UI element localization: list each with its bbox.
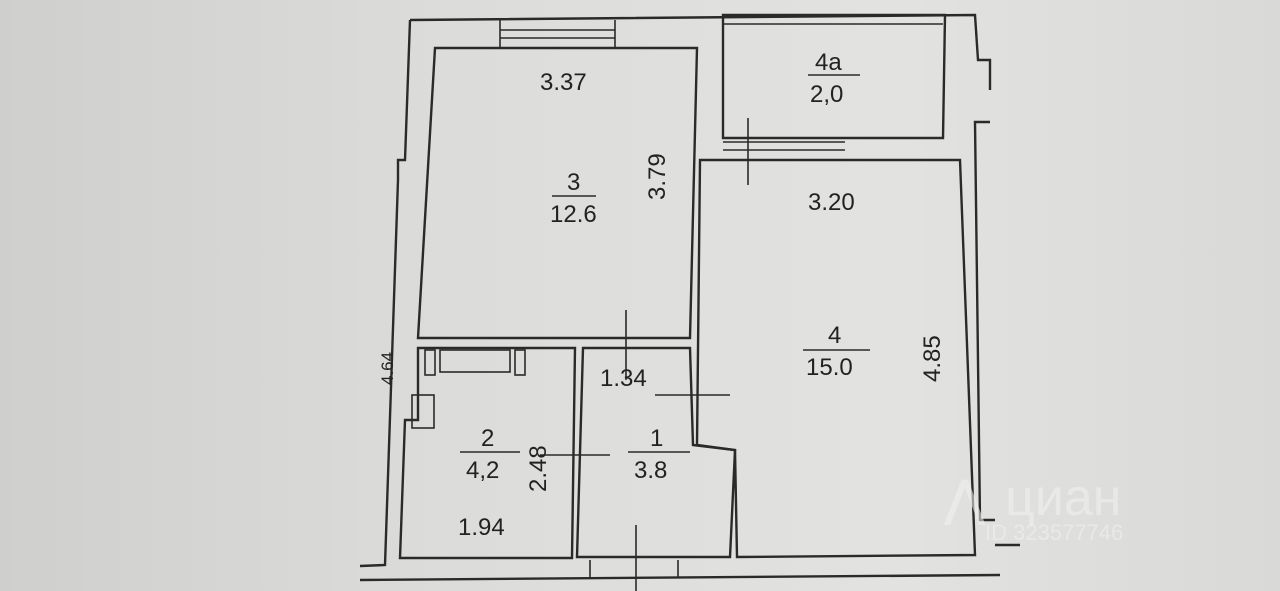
room-4a-area: 2,0: [810, 81, 843, 108]
room-2-area: 4,2: [466, 457, 499, 484]
dimension-ticks: [460, 74, 870, 456]
room-4-number: 4: [828, 322, 841, 349]
room-4a-number: 4a: [815, 49, 842, 76]
room-4-width: 3.20: [808, 189, 855, 216]
entry-door: [589, 525, 679, 591]
watermark-brand: циан: [1005, 469, 1121, 527]
watermark: ⋀ циан ID 323577746: [943, 469, 1123, 545]
balcony-door: [723, 23, 943, 185]
room-1-number: 1: [650, 425, 663, 452]
left-wall-dimension: 4.64: [378, 352, 397, 385]
room-4a-outline: [721, 13, 947, 140]
room-2-outline: [398, 346, 577, 560]
room-3-outline: [416, 46, 699, 340]
room-2-number: 2: [481, 425, 494, 452]
room-3-length: 3.79: [644, 153, 671, 200]
room-4-length: 4.85: [919, 335, 946, 382]
room-3-area: 12.6: [550, 201, 597, 228]
room-2-length: 2.48: [525, 445, 552, 492]
room-3-number: 3: [567, 169, 580, 196]
room-3-width: 3.37: [540, 69, 587, 96]
room-1-width: 1.34: [600, 365, 647, 392]
room-4-area: 15.0: [806, 354, 853, 381]
outer-walls: [359, 13, 1020, 582]
window: [499, 20, 616, 48]
room-1-area: 3.8: [634, 457, 667, 484]
bath-fixtures: [411, 349, 526, 429]
watermark-logo-icon: ⋀: [943, 473, 986, 526]
room-1-outline: [575, 346, 737, 559]
watermark-id: ID 323577746: [985, 520, 1123, 545]
room-2-width: 1.94: [458, 514, 505, 541]
